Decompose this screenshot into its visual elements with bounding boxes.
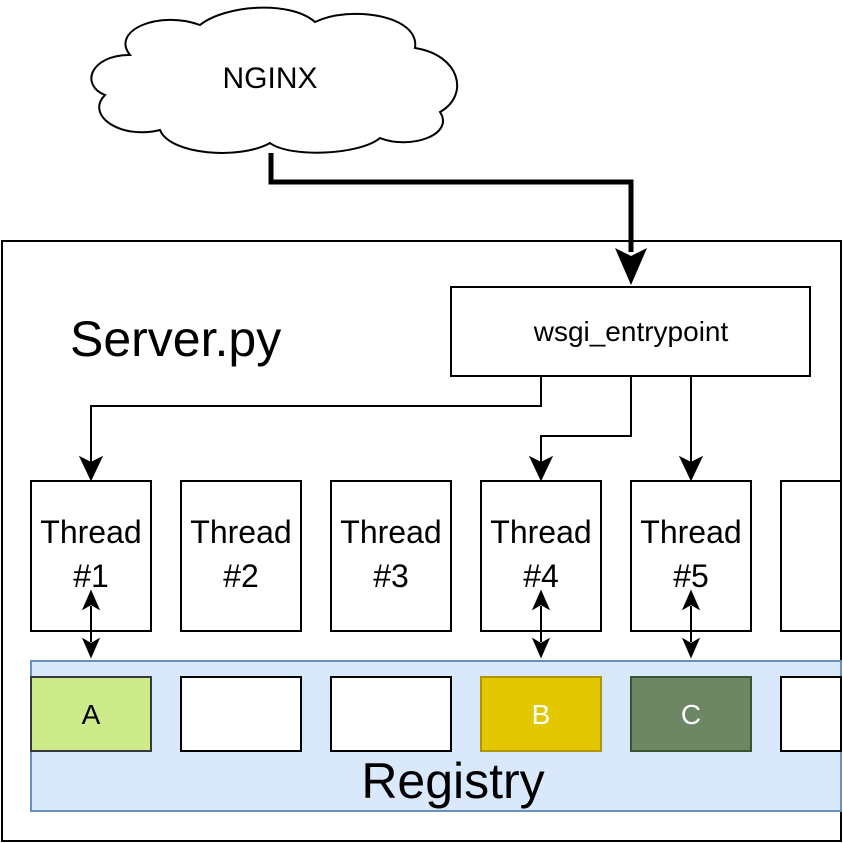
thread-3-line1: Thread (340, 514, 441, 550)
thread-3-line2: #3 (373, 558, 409, 594)
thread-2-line1: Thread (190, 514, 291, 550)
registry-access-arrows (81, 589, 701, 659)
registry-label: Registry (361, 753, 544, 809)
access-up-1 (81, 589, 101, 611)
slot-label-a: A (82, 699, 101, 730)
thread-partial-box (780, 480, 842, 632)
thread-2-line2: #2 (223, 558, 259, 594)
access-up-5 (681, 589, 701, 611)
arrow-entry-to-thread-4 (540, 376, 632, 462)
nginx-label: NGINX (222, 62, 317, 95)
thread-1-line1: Thread (40, 514, 141, 550)
nginx-cloud (90, 6, 459, 154)
registry-slot-partial (780, 676, 842, 752)
thread-5-line2: #5 (673, 558, 709, 594)
thread-3-box (330, 480, 452, 632)
registry-slot-3 (330, 676, 452, 752)
slot-label-c: C (681, 699, 701, 730)
thread-2-box (180, 480, 302, 632)
registry-slot-c (630, 676, 752, 752)
access-down-5 (681, 637, 701, 659)
server-label: Server.py (70, 311, 281, 367)
arrowhead-thread-4 (528, 455, 554, 482)
dispatch-arrows (78, 376, 704, 482)
registry-slot-a (30, 676, 152, 752)
registry-slot-2 (180, 676, 302, 752)
thread-1-line2: #1 (73, 558, 109, 594)
entrypoint-label: wsgi_entrypoint (533, 316, 729, 347)
arrowhead-entrypoint (615, 248, 647, 285)
registry-slot-b (480, 676, 602, 752)
thread-5-line1: Thread (640, 514, 741, 550)
thread-4-line1: Thread (490, 514, 591, 550)
arrowhead-thread-1 (78, 455, 104, 482)
arrow-nginx-to-entrypoint (268, 153, 634, 252)
access-up-4 (531, 589, 551, 611)
registry-slots: A B C (30, 676, 842, 752)
slot-label-b: B (532, 699, 551, 730)
access-down-4 (531, 637, 551, 659)
arrow-entry-to-thread-1 (90, 376, 542, 462)
entrypoint-box (450, 286, 811, 377)
access-down-1 (81, 637, 101, 659)
arrowhead-thread-5 (678, 455, 704, 482)
thread-4-line2: #4 (523, 558, 559, 594)
